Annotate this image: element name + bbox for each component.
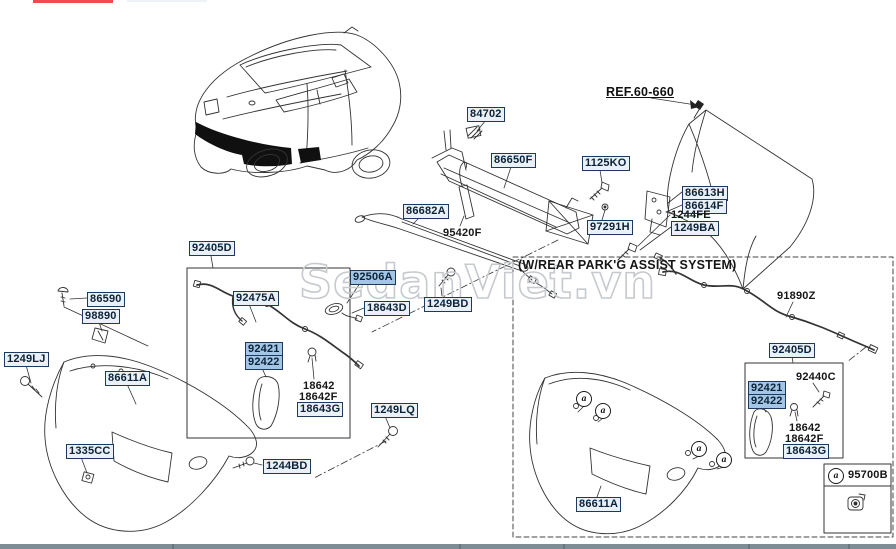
harness-box-left bbox=[186, 267, 364, 439]
part-label-1244BD[interactable]: 1244BD bbox=[263, 459, 311, 474]
bottom-bar-divider bbox=[172, 544, 174, 549]
callout-marker: a bbox=[716, 452, 732, 468]
quarter-panel-art bbox=[617, 100, 815, 290]
part-label-95420F[interactable]: 95420F bbox=[443, 227, 482, 239]
bottom-bar-divider bbox=[459, 544, 461, 549]
side-rail-art bbox=[354, 213, 558, 299]
part-label-97291H[interactable]: 97291H bbox=[587, 220, 633, 235]
part-label-1249LQ[interactable]: 1249LQ bbox=[371, 403, 418, 418]
part-label-18643G-r[interactable]: 18643G bbox=[783, 444, 830, 459]
part-label-86611A-l[interactable]: 86611A bbox=[105, 371, 151, 386]
part-label-92421-r[interactable]: 92421 bbox=[748, 381, 786, 396]
part-label-18643D[interactable]: 18643D bbox=[364, 301, 410, 316]
part-label-1249BA[interactable]: 1249BA bbox=[671, 221, 719, 236]
part-label-18642F-l[interactable]: 18642F bbox=[299, 391, 338, 403]
part-label-18642-r[interactable]: 18642 bbox=[789, 422, 821, 434]
car-illustration bbox=[193, 26, 402, 179]
part-label-1244FE[interactable]: 1244FE bbox=[671, 209, 711, 221]
part-label-1335CC[interactable]: 1335CC bbox=[66, 444, 114, 459]
part-label-86611A-r[interactable]: 86611A bbox=[576, 497, 622, 512]
construction-lines bbox=[313, 239, 867, 479]
part-label-98890[interactable]: 98890 bbox=[82, 309, 120, 324]
callout-marker: a bbox=[691, 441, 707, 457]
assist-section bbox=[512, 252, 894, 538]
part-label-86614F[interactable]: 86614F bbox=[682, 199, 727, 214]
part-label-86650F[interactable]: 86650F bbox=[491, 153, 536, 168]
part-label-92422-l[interactable]: 92422 bbox=[245, 355, 283, 370]
part-label-92405D-l[interactable]: 92405D bbox=[189, 241, 235, 256]
part-label-95700B[interactable]: 95700B bbox=[848, 469, 888, 481]
part-label-92475A[interactable]: 92475A bbox=[233, 291, 279, 306]
part-label-1249LJ[interactable]: 1249LJ bbox=[4, 352, 49, 367]
part-label-91890Z[interactable]: 91890Z bbox=[777, 290, 816, 302]
fasteners-left bbox=[20, 267, 456, 484]
part-label-84702[interactable]: 84702 bbox=[467, 107, 505, 122]
part-label-86613H[interactable]: 86613H bbox=[682, 186, 728, 201]
part-label-92405D-r[interactable]: 92405D bbox=[769, 343, 815, 358]
part-label-86590[interactable]: 86590 bbox=[87, 292, 125, 307]
callout-marker: a bbox=[828, 468, 844, 484]
part-label-86682A[interactable]: 86682A bbox=[403, 204, 449, 219]
part-label-18642-l[interactable]: 18642 bbox=[303, 380, 335, 392]
leader-lines bbox=[25, 97, 820, 498]
bottom-bar-divider bbox=[563, 544, 565, 549]
part-label-18643G-l[interactable]: 18643G bbox=[297, 402, 344, 417]
bottom-bar-divider bbox=[748, 544, 750, 549]
bottom-bar bbox=[0, 544, 896, 549]
part-label-92422-r[interactable]: 92422 bbox=[748, 394, 786, 409]
part-label-ref-60-660[interactable]: REF.60-660 bbox=[606, 85, 675, 99]
part-label-18642F-r[interactable]: 18642F bbox=[785, 433, 824, 445]
callout-marker: a bbox=[576, 391, 592, 407]
callout-marker: a bbox=[595, 403, 611, 419]
part-label-1249BD[interactable]: 1249BD bbox=[424, 297, 472, 312]
top-red-accent-bar bbox=[33, 0, 113, 3]
bottom-bar-divider bbox=[848, 544, 850, 549]
part-label-assist-title: (W/REAR PARK'G ASSIST SYSTEM) bbox=[518, 258, 737, 272]
impact-bar-art bbox=[431, 125, 610, 245]
part-label-92506A[interactable]: 92506A bbox=[350, 270, 396, 285]
part-label-92440C[interactable]: 92440C bbox=[796, 371, 836, 383]
part-label-1125KO[interactable]: 1125KO bbox=[582, 156, 630, 171]
top-light-accent-bar bbox=[127, 0, 207, 2]
